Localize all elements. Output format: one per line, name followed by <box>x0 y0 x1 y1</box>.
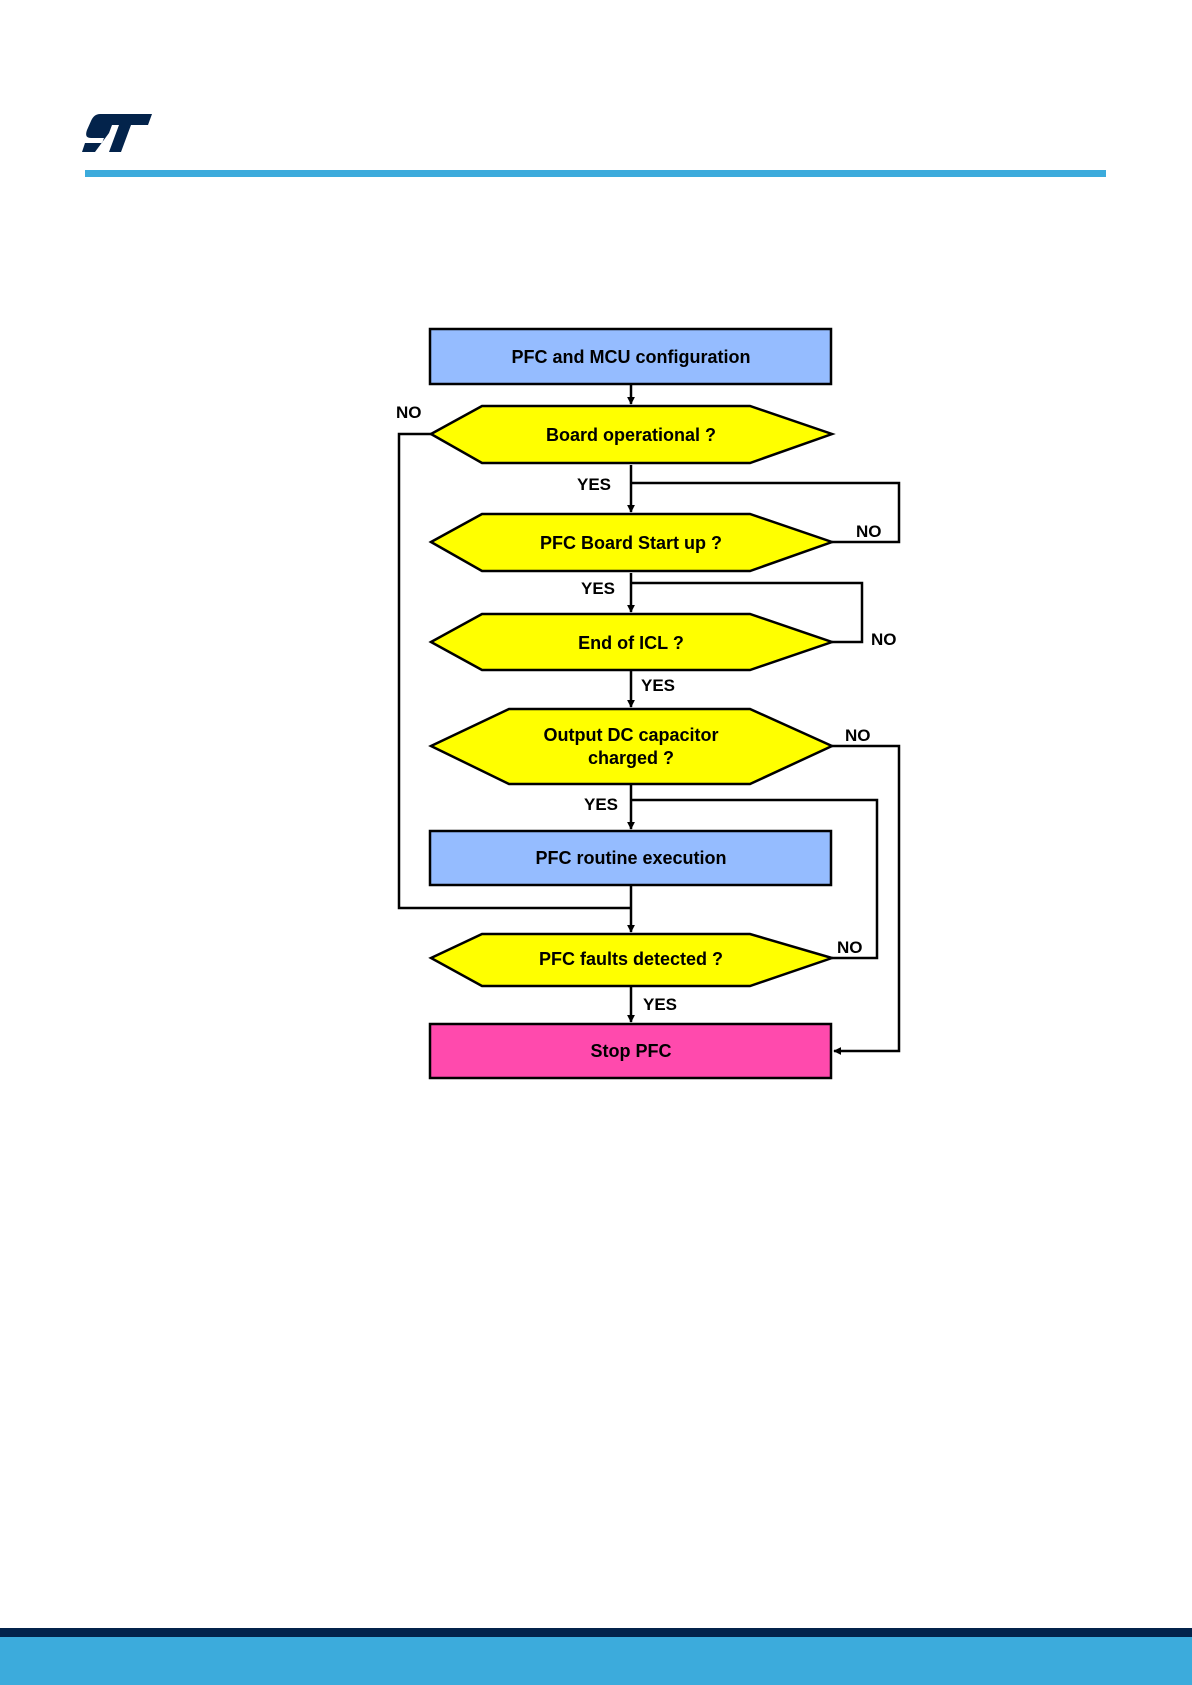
node-routine-label: PFC routine execution <box>535 848 726 868</box>
node-pfc-board-startup: PFC Board Start up ? <box>431 514 832 571</box>
node-board-operational: Board operational ? <box>431 406 832 463</box>
node-stop: Stop PFC <box>430 1024 831 1078</box>
label-dccap-yes: YES <box>584 795 618 814</box>
node-faults: PFC faults detected ? <box>431 934 832 986</box>
label-icl-yes: YES <box>641 676 675 695</box>
label-startup-yes: YES <box>581 579 615 598</box>
label-startup-no: NO <box>856 522 882 541</box>
node-config-label: PFC and MCU configuration <box>512 347 751 367</box>
label-icl-no: NO <box>871 630 897 649</box>
node-routine: PFC routine execution <box>430 831 831 885</box>
node-pfc-board-startup-label: PFC Board Start up ? <box>540 533 722 553</box>
label-faults-yes: YES <box>643 995 677 1014</box>
label-board-no: NO <box>396 403 422 422</box>
footer-band-light <box>0 1637 1192 1685</box>
footer-band-dark <box>0 1628 1192 1637</box>
node-config: PFC and MCU configuration <box>430 329 831 384</box>
node-end-of-icl-label: End of ICL ? <box>578 633 684 653</box>
label-dccap-no: NO <box>845 726 871 745</box>
node-board-operational-label: Board operational ? <box>546 425 716 445</box>
label-board-yes: YES <box>577 475 611 494</box>
node-faults-label: PFC faults detected ? <box>539 949 723 969</box>
node-dc-capacitor-label-2: charged ? <box>588 748 674 768</box>
node-dc-capacitor: Output DC capacitor charged ? <box>431 709 832 784</box>
node-stop-label: Stop PFC <box>591 1041 672 1061</box>
edge-dccap-no-to-stop <box>832 746 899 1051</box>
label-faults-no: NO <box>837 938 863 957</box>
node-dc-capacitor-label-1: Output DC capacitor <box>543 725 718 745</box>
node-end-of-icl: End of ICL ? <box>431 614 832 670</box>
